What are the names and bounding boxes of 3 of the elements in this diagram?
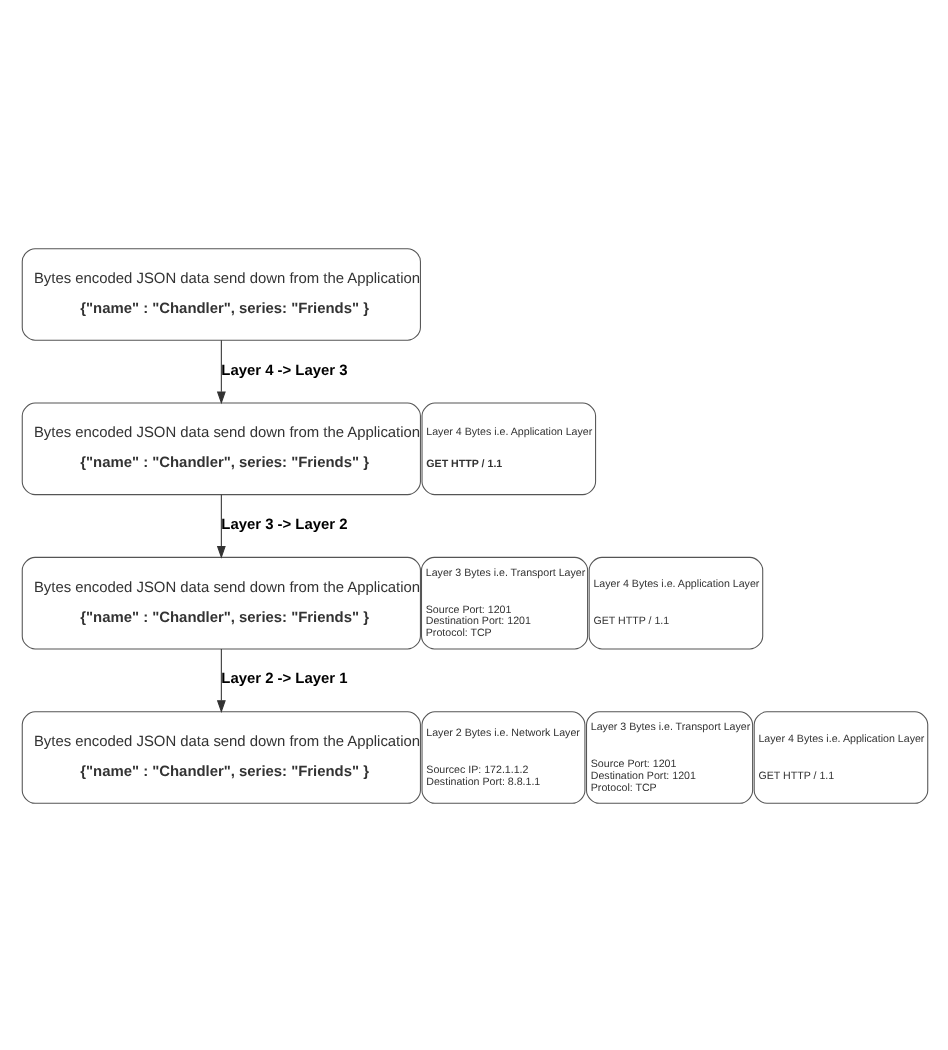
arrow [215,647,225,713]
arrow [215,493,225,558]
arrow [215,338,225,404]
